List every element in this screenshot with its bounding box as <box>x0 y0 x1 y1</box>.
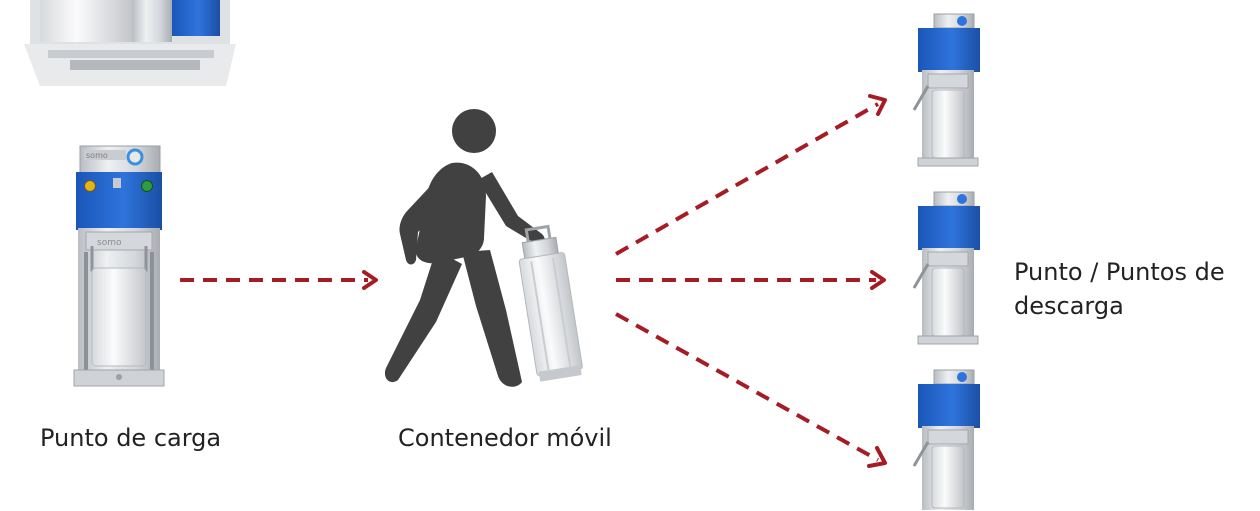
arrow-container-to-discharge-top <box>615 94 887 256</box>
walking-person-icon <box>384 109 545 387</box>
discharge-label-line-2: descarga <box>1014 292 1124 320</box>
discharge-machine <box>912 191 980 345</box>
mobile-container-label: Contenedor móvil <box>398 424 612 452</box>
arrow-load-to-container <box>180 270 378 290</box>
discharge-points-label: Punto / Puntos de descarga <box>1014 255 1225 323</box>
discharge-machine <box>912 369 980 510</box>
machine-partial-top-left <box>24 0 236 86</box>
arrow-container-to-discharge-bottom <box>615 312 887 468</box>
load-point-label: Punto de carga <box>40 424 222 452</box>
machine-brand-text: somo <box>86 151 108 160</box>
machine-brand-text: somo <box>97 238 122 248</box>
mobile-container <box>518 224 583 382</box>
discharge-machine <box>912 13 980 167</box>
load-point-machine: somo somo <box>73 145 165 387</box>
arrow-container-to-discharge-middle <box>616 270 886 290</box>
discharge-label-line-1: Punto / Puntos de <box>1014 258 1225 286</box>
